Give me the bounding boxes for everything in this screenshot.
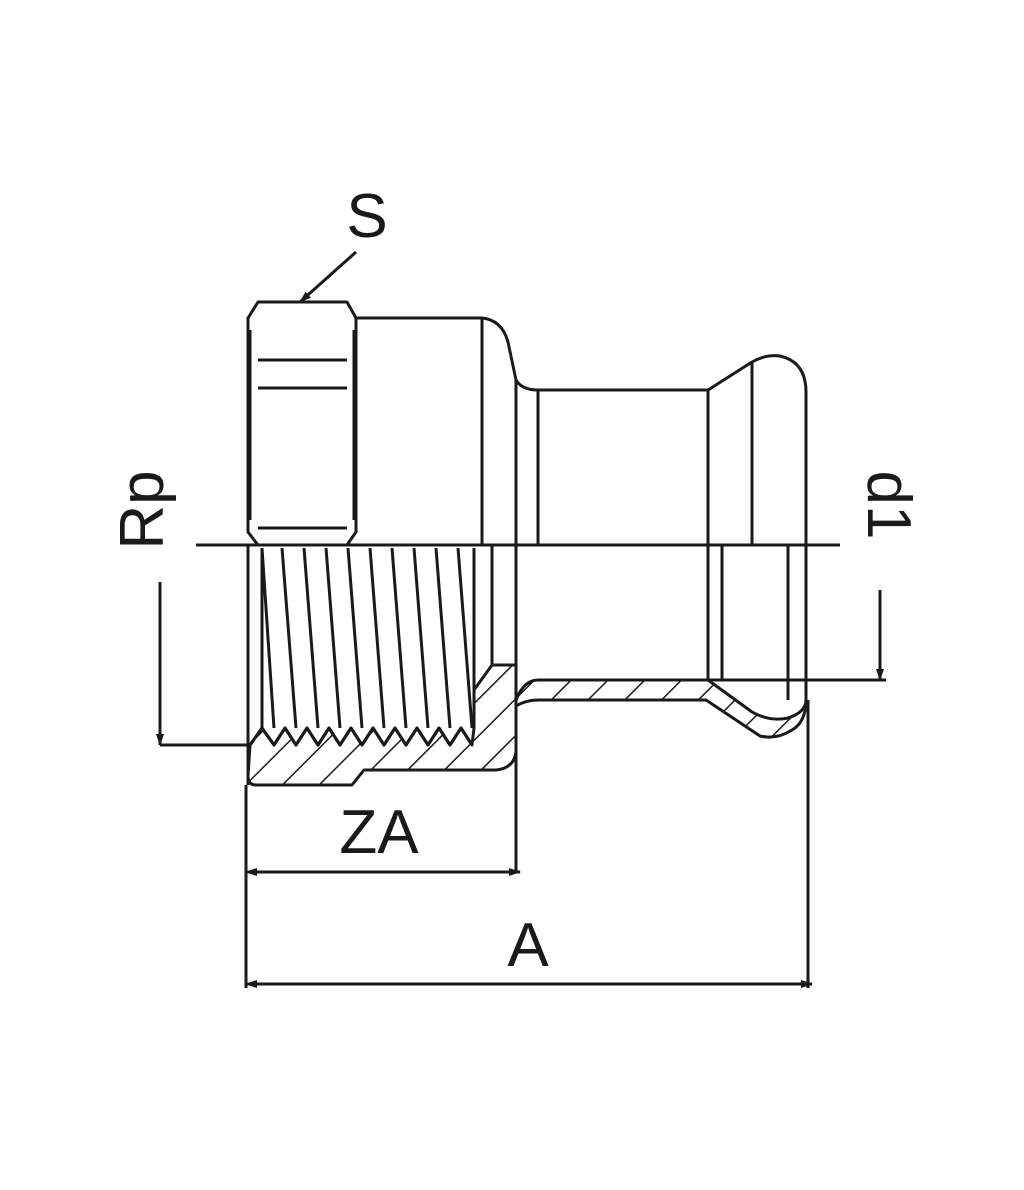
s-leader-arrow — [299, 250, 357, 304]
label-a: A — [507, 911, 549, 980]
label-d1: d1 — [854, 471, 923, 540]
section-outline — [246, 545, 808, 785]
label-s: S — [346, 182, 387, 251]
section-hatch-press — [514, 678, 808, 739]
label-rp: Rp — [108, 470, 177, 549]
thread-lines — [248, 547, 476, 747]
label-za: ZA — [339, 798, 419, 867]
hex-nut — [246, 300, 358, 547]
socket-body — [356, 316, 808, 545]
